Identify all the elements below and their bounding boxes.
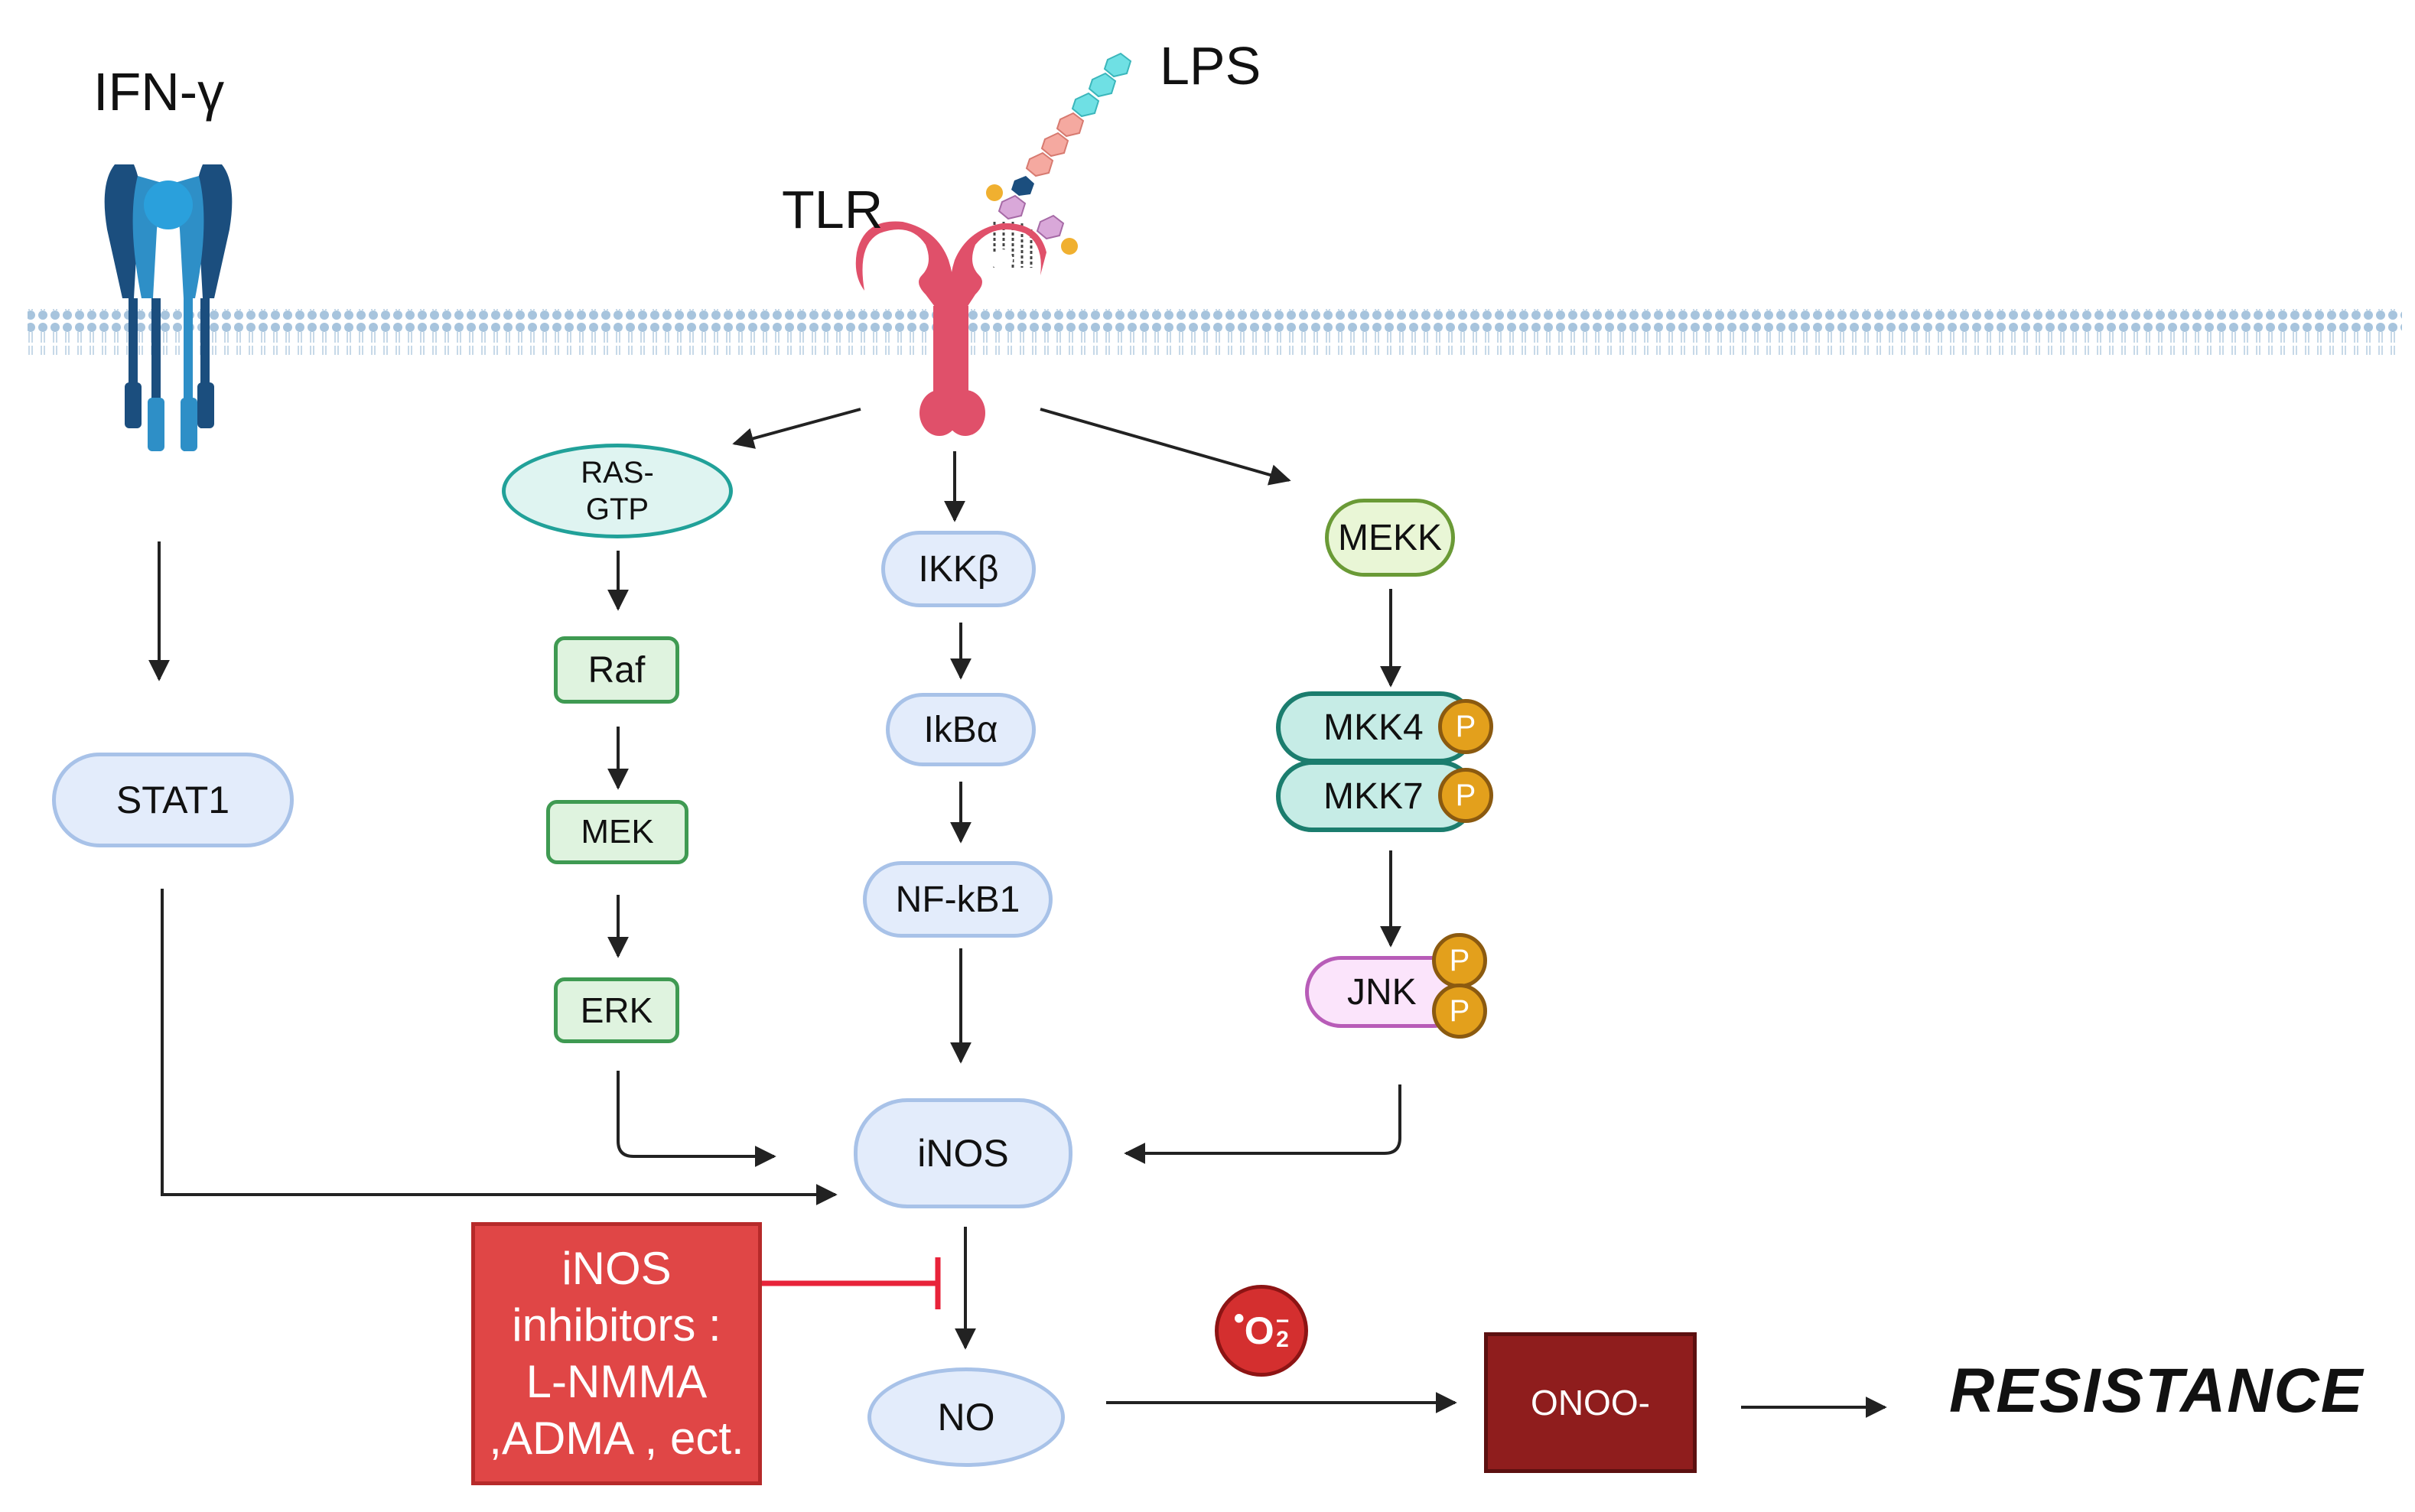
onoo-box: ONOO- [1484, 1332, 1697, 1473]
arrow-stat1-inos [161, 889, 838, 1205]
superoxide-sub: 2 [1276, 1327, 1289, 1352]
erk-label: ERK [580, 990, 653, 1030]
no-node: NO [867, 1367, 1065, 1467]
onoo-label: ONOO- [1531, 1383, 1650, 1423]
tlr-receptor [855, 221, 1046, 436]
arrow-tlr-ras [732, 408, 861, 449]
mkk4-phosphate-icon: P [1438, 699, 1493, 754]
resistance-label: RESISTANCE [1949, 1356, 2365, 1426]
pathway-arrows [148, 408, 1887, 1418]
jnk-phosphate-bottom-label: P [1449, 993, 1470, 1028]
jnk-phosphate-bottom-icon: P [1432, 984, 1487, 1039]
ikba-node: IkBα [886, 693, 1036, 766]
jnk-phosphate-top-icon: P [1432, 933, 1487, 988]
ras-gtp-node: RAS- GTP [502, 444, 733, 538]
inhibitors-line3: L-NMMA [526, 1356, 708, 1407]
superoxide-circle: •O−2 [1215, 1285, 1308, 1377]
ifn-gamma-receptor [104, 164, 233, 451]
arrow-erk-inos [617, 1071, 776, 1167]
erk-node: ERK [554, 977, 679, 1043]
inos-node: iNOS [854, 1098, 1072, 1208]
no-label: NO [937, 1396, 995, 1439]
inhibitors-line4: ,ADMA , ect. [489, 1413, 744, 1464]
nfkb1-node: NF-kB1 [863, 861, 1053, 938]
jnk-phosphate-top-label: P [1449, 943, 1470, 977]
mkk7-phosphate-icon: P [1438, 768, 1493, 823]
ras-label-line1: RAS- [581, 456, 654, 489]
superoxide-base: O [1244, 1309, 1274, 1352]
arrow-tlr-mekk [1040, 408, 1291, 486]
stat1-node: STAT1 [52, 753, 294, 847]
mek-label: MEK [581, 813, 654, 850]
superoxide-charges: −2 [1275, 1309, 1290, 1352]
superoxide-dot: • [1233, 1301, 1245, 1335]
inhibitors-line2: inhibitors : [512, 1299, 721, 1351]
inos-label: iNOS [917, 1132, 1009, 1175]
ikkb-label: IKKβ [918, 548, 999, 590]
lps-molecule [986, 52, 1132, 268]
ikkb-node: IKKβ [881, 531, 1036, 607]
stat1-label: STAT1 [116, 779, 230, 821]
superoxide-sup: − [1275, 1309, 1290, 1334]
nfkb1-label: NF-kB1 [895, 879, 1020, 920]
mek-node: MEK [546, 800, 688, 864]
mekk-label: MEKK [1337, 517, 1443, 558]
mkk4-label: MKK4 [1323, 707, 1424, 748]
tlr-label: TLR [782, 180, 884, 239]
raf-label: Raf [587, 649, 646, 691]
arrow-jnk-inos [1124, 1084, 1401, 1164]
cell-membrane [28, 309, 2402, 355]
mkk7-phosphate-label: P [1455, 778, 1476, 812]
ifn-gamma-label: IFN-γ [93, 62, 225, 122]
mekk-node: MEKK [1325, 499, 1455, 577]
jnk-label: JNK [1347, 971, 1417, 1013]
mkk7-label: MKK7 [1323, 776, 1424, 817]
ikba-label: IkBα [923, 709, 998, 750]
inos-inhibitors-box: iNOS inhibitors : L-NMMA ,ADMA , ect. [471, 1222, 762, 1485]
inhibitors-line1: iNOS [561, 1243, 672, 1294]
ras-label-line2: GTP [585, 493, 649, 526]
mkk4-phosphate-label: P [1455, 709, 1476, 743]
raf-node: Raf [554, 636, 679, 704]
inhibition-line [762, 1257, 941, 1309]
lps-label: LPS [1160, 36, 1261, 96]
